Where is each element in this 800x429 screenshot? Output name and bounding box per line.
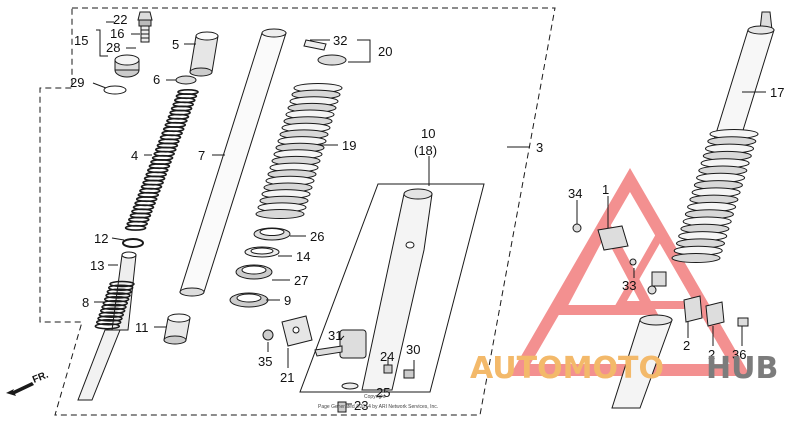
callout-10: 10 [421, 126, 435, 141]
fork-assembly-complete [611, 11, 775, 409]
seal-stack [229, 227, 291, 308]
callout-1: 1 [602, 182, 609, 197]
watermark-text-automoto: AUTOMOTO [470, 351, 664, 386]
damper-rod [77, 251, 137, 401]
watermark-text: AUTOMOTO HUB [470, 351, 778, 386]
callout-9: 9 [284, 293, 291, 308]
callout-12: 12 [94, 231, 108, 246]
callout-20: 20 [378, 44, 392, 59]
callout-26: 26 [310, 229, 324, 244]
callout-5: 5 [172, 37, 179, 52]
fork-inner-tube [179, 28, 287, 297]
callout-13: 13 [90, 258, 104, 273]
axle-holder [314, 329, 367, 359]
fork-clamp-parts [572, 223, 749, 327]
boot-clamp [303, 39, 347, 66]
callout-22: 22 [113, 12, 127, 27]
callout-15: 15 [74, 33, 88, 48]
callout-11: 11 [135, 320, 149, 335]
spacer-collar [189, 31, 219, 77]
rebound-spring [94, 280, 135, 330]
callout-30: 30 [406, 342, 420, 357]
leader-lines [92, 21, 766, 405]
brake-hose-guide [281, 315, 313, 347]
callout-18: (18) [414, 143, 437, 158]
callout-36: 36 [732, 347, 746, 362]
fork-cap-bolt [103, 11, 153, 95]
callout-7: 7 [198, 148, 205, 163]
callout-35: 35 [258, 354, 272, 369]
assembly-boundary [39, 7, 556, 416]
front-direction-label: FR. [31, 369, 50, 385]
callout-21: 21 [280, 370, 294, 385]
callout-labels: 22 16 15 28 29 5 6 4 7 12 13 8 11 32 20 … [70, 12, 784, 413]
fasteners-left [262, 329, 415, 413]
callout-32: 32 [333, 33, 347, 48]
copyright-line-1: Copyright [364, 394, 386, 400]
callout-6: 6 [153, 72, 160, 87]
callout-2b: 2 [708, 347, 715, 362]
callout-8: 8 [82, 295, 89, 310]
callout-25: 25 [376, 385, 390, 400]
fork-boot-installed [671, 129, 759, 263]
copyright-line-2: Page Generated ©2014 by ARI Network Serv… [318, 403, 438, 410]
callout-3: 3 [536, 140, 543, 155]
callout-19: 19 [342, 138, 356, 153]
spring-seat [175, 75, 197, 85]
fork-outer-slider [361, 188, 433, 391]
callout-33: 33 [622, 278, 636, 293]
fork-slider-boundary [299, 183, 485, 393]
callout-2a: 2 [683, 338, 690, 353]
callout-23: 23 [354, 398, 368, 413]
piston-ring [122, 238, 144, 248]
front-direction-arrow: FR. [6, 369, 50, 396]
callout-4: 4 [131, 148, 138, 163]
callout-28: 28 [106, 40, 120, 55]
callout-34: 34 [568, 186, 582, 201]
callout-24: 24 [380, 349, 394, 364]
copyright-notice: Copyright Page Generated ©2014 by ARI Ne… [318, 394, 438, 410]
callout-17: 17 [770, 85, 784, 100]
callout-27: 27 [294, 273, 308, 288]
watermark-text-hub: HUB [706, 351, 778, 386]
callout-16: 16 [110, 26, 124, 41]
fork-spring [124, 89, 199, 231]
slider-bushing [163, 313, 191, 345]
fork-boot [255, 83, 343, 219]
callout-29: 29 [70, 75, 84, 90]
callout-31: 31 [328, 328, 342, 343]
callout-14: 14 [296, 249, 310, 264]
